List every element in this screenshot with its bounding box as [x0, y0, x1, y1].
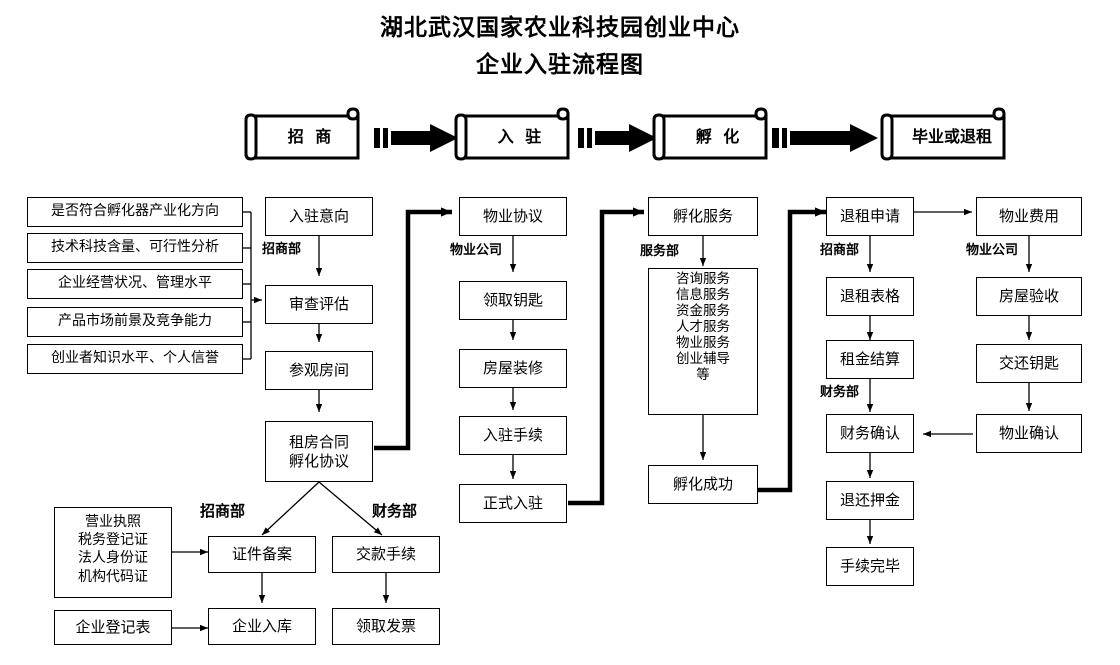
step-deposit-refund[interactable]: 退还押金 — [826, 481, 914, 520]
movein-to-incubate-connector — [568, 207, 644, 506]
bottom-horizontal-arrows — [172, 548, 208, 632]
banner-shape — [652, 107, 768, 161]
dept-label-finance-1: 财务部 — [820, 385, 860, 400]
bottom-vertical-arrows — [258, 573, 390, 603]
step-enterprise-warehouse[interactable]: 企业入库 — [208, 608, 316, 645]
step-lease-incubation-agreement[interactable]: 租房合同 孵化协议 — [265, 421, 373, 482]
step-document-filing[interactable]: 证件备案 — [208, 536, 316, 573]
page-title-line2: 企业入驻流程图 — [476, 51, 644, 78]
criteria-box-4[interactable]: 产品市场前景及竞争能力 — [27, 307, 243, 337]
criteria-box-5[interactable]: 创业者知识水平、个人信誉 — [27, 344, 243, 374]
step-property-agreement[interactable]: 物业协议 — [459, 197, 567, 236]
page-title-line1: 湖北武汉国家农业科技园创业中心 — [380, 14, 740, 41]
step-payment-procedure[interactable]: 交款手续 — [332, 536, 440, 573]
step-return-keys[interactable]: 交还钥匙 — [976, 344, 1082, 383]
step-visit-room[interactable]: 参观房间 — [265, 351, 373, 390]
stage-banner-incubate[interactable]: 孵 化 — [648, 106, 778, 164]
banner-shape — [880, 107, 1006, 161]
step-finance-confirm[interactable]: 财务确认 — [826, 414, 914, 453]
step-collect-keys[interactable]: 领取钥匙 — [459, 281, 567, 320]
step-exit-application[interactable]: 退租申请 — [826, 197, 914, 236]
incubate-to-exit-connector — [758, 207, 826, 493]
banner-shape — [454, 107, 570, 161]
step-property-confirm[interactable]: 物业确认 — [976, 414, 1082, 453]
dept-label-service: 服务部 — [640, 244, 680, 259]
stage-banner-movein[interactable]: 入 驻 — [450, 106, 580, 164]
step-procedures-complete[interactable]: 手续完毕 — [826, 547, 914, 586]
step-property-fee[interactable]: 物业费用 — [976, 197, 1082, 236]
stage-label: 招 商 — [287, 127, 335, 146]
criteria-box-1[interactable]: 是否符合孵化器产业化方向 — [27, 197, 243, 227]
step-renovation[interactable]: 房屋装修 — [459, 349, 567, 388]
stage-banner-graduate[interactable]: 毕业或退租 — [876, 106, 1016, 164]
step-incubation-service[interactable]: 孵化服务 — [648, 197, 758, 236]
stage-arrow-3 — [772, 124, 878, 152]
step-house-inspection[interactable]: 房屋验收 — [976, 277, 1082, 316]
stage-arrow-1 — [374, 124, 458, 152]
dept-label-finance-2: 财务部 — [372, 502, 418, 520]
criteria-box-3[interactable]: 企业经营状况、管理水平 — [27, 269, 243, 299]
step-review-evaluation[interactable]: 审查评估 — [265, 285, 373, 324]
criteria-box-2[interactable]: 技术科技含量、可行性分析 — [27, 233, 243, 263]
step-move-in-intent[interactable]: 入驻意向 — [265, 197, 373, 236]
stage-banner-recruit[interactable]: 招 商 — [240, 106, 370, 164]
step-movein-procedures[interactable]: 入驻手续 — [459, 416, 567, 455]
dept-label-recruit-1: 招商部 — [262, 242, 302, 257]
dept-label-recruit-3: 招商部 — [200, 502, 246, 520]
dept-label-property-2: 物业公司 — [966, 243, 1019, 258]
banner-shape — [244, 107, 360, 161]
stage-label: 毕业或退租 — [911, 127, 992, 146]
step-exit-form[interactable]: 退租表格 — [826, 277, 914, 316]
contract-to-property-connector — [374, 207, 452, 451]
dept-label-recruit-2: 招商部 — [820, 243, 860, 258]
stage-label: 入 驻 — [497, 127, 545, 146]
stage-label: 孵 化 — [695, 127, 743, 146]
required-documents-box[interactable]: 营业执照 税务登记证 法人身份证 机构代码证 — [54, 507, 172, 598]
registration-form-box[interactable]: 企业登记表 — [54, 610, 172, 645]
step-collect-invoice[interactable]: 领取发票 — [332, 608, 440, 645]
stage-arrow-2 — [578, 124, 657, 152]
step-official-movein[interactable]: 正式入驻 — [459, 484, 567, 523]
dept-label-property-1: 物业公司 — [450, 243, 503, 258]
criteria-bracket — [243, 211, 252, 360]
step-rent-settlement[interactable]: 租金结算 — [826, 340, 914, 379]
step-incubation-success[interactable]: 孵化成功 — [648, 465, 758, 504]
contract-branch-arrows — [261, 481, 383, 536]
service-list-box[interactable]: 咨询服务 信息服务 资金服务 人才服务 物业服务 创业辅导 等 — [648, 268, 758, 415]
